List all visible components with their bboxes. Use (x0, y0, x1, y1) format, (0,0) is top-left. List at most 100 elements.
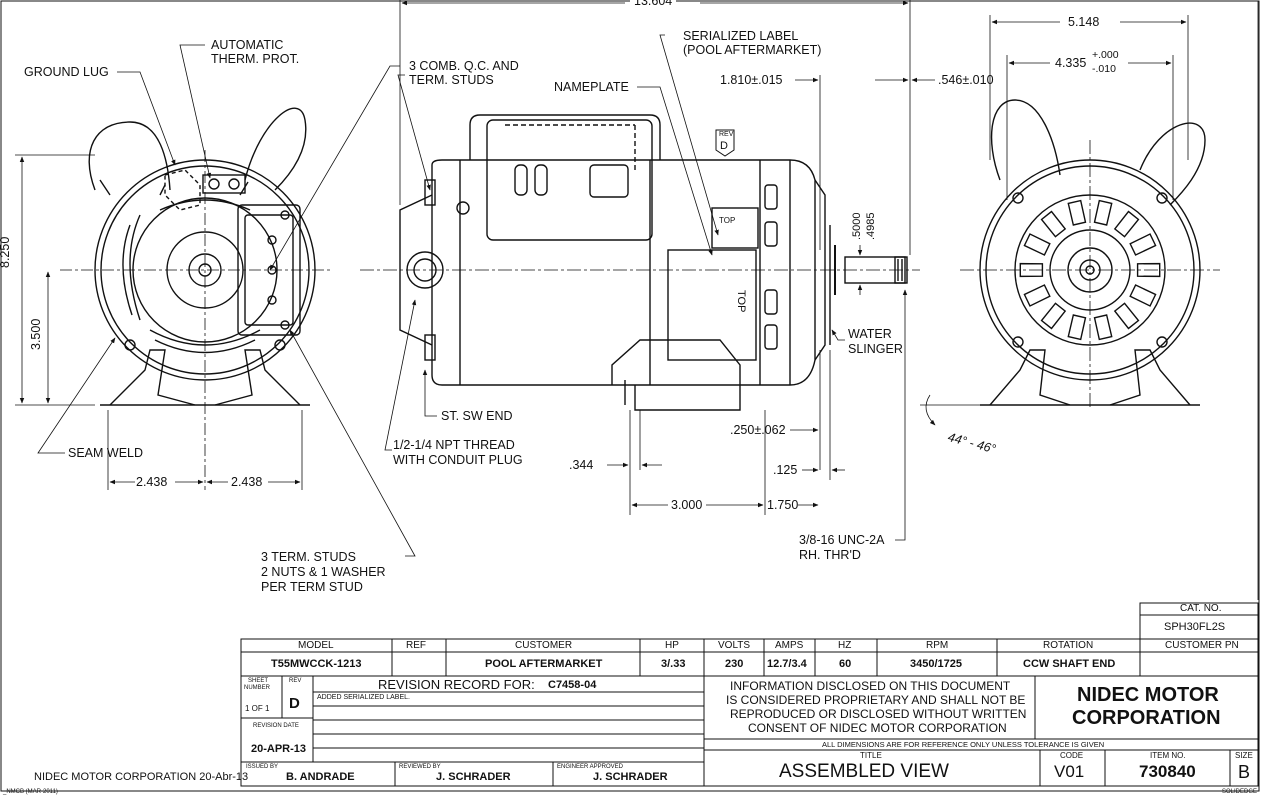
header-hp: HP (665, 640, 679, 651)
dim-half-base-right: 2.438 (231, 475, 263, 489)
value-customer: POOL AFTERMARKET (485, 658, 603, 670)
rev-word: REV (719, 131, 734, 138)
header-rpm: RPM (926, 640, 949, 651)
water-slinger-label-1: WATER (848, 327, 892, 341)
code-value: V01 (1054, 762, 1085, 781)
header-rotation: ROTATION (1043, 640, 1094, 651)
dim-slot-width: .344 (569, 458, 594, 472)
header-model: MODEL (298, 640, 334, 651)
item-value: 730840 (1139, 762, 1196, 781)
value-rpm: 3450/1725 (910, 658, 962, 670)
serial-label-2: (POOL AFTERMARKET) (683, 43, 822, 57)
footer-tiny-right: SOLIDEDGE (1222, 789, 1258, 795)
fan-vane (1093, 199, 1113, 226)
dim-shaft-end: .546±.010 (938, 73, 994, 87)
cat-no-label: CAT. NO. (1180, 603, 1222, 614)
sheet-label-2: NUMBER (244, 685, 271, 691)
footer-left: NIDEC MOTOR CORPORATION 20-Abr-13 (34, 771, 249, 783)
term-studs-label-3: PER TERM STUD (261, 580, 363, 594)
title-block (240, 602, 1259, 787)
value-hz: 60 (839, 658, 852, 670)
item-label: ITEM NO. (1150, 751, 1186, 760)
value-model: T55MWCCK-1213 (271, 658, 362, 670)
header-hz: HZ (838, 640, 852, 651)
comb-qc-label-1: 3 COMB. Q.C. AND (409, 59, 519, 73)
dim-pilot-plus: +.000 (1092, 49, 1119, 61)
side-view (399, 114, 908, 411)
code-label: CODE (1060, 751, 1084, 760)
fan-vane (1136, 262, 1161, 278)
revision-record-label: REVISION RECORD FOR: (378, 677, 535, 692)
disclaimer-line-2: IS CONSIDERED PROPRIETARY AND SHALL NOT … (726, 693, 1026, 707)
revision-record-value: C7458-04 (548, 679, 597, 691)
fan-vane (1023, 284, 1051, 307)
rev-value: D (289, 695, 300, 712)
footer-tiny-left: _NMCB (MAR-2011) (3, 789, 58, 795)
reviewed-by-label: REVIEWED BY (399, 764, 441, 770)
top-label-small: TOP (719, 216, 736, 225)
term-studs-label-2: 2 NUTS & 1 WASHER (261, 565, 386, 579)
water-slinger-label-2: SLINGER (848, 342, 903, 356)
therm-prot-label-2: THERM. PROT. (211, 52, 300, 66)
fan-vane (1040, 210, 1067, 238)
cat-no-value: SPH30FL2S (1164, 621, 1226, 633)
header-customer: CUSTOMER (515, 640, 573, 651)
revision-date-label: REVISION DATE (253, 723, 299, 729)
size-label: SIZE (1235, 751, 1253, 760)
right-end-view (979, 99, 1206, 406)
dim-pilot-base: 4.335 (1055, 56, 1087, 70)
issued-by-value: B. ANDRADE (286, 771, 355, 783)
fan-vane (1040, 302, 1067, 330)
fan-vane (1129, 284, 1157, 307)
rev-label: REV (289, 678, 302, 684)
dim-center-height: 3.500 (29, 318, 43, 350)
fan-vane (1113, 210, 1140, 238)
fan-vane (1067, 199, 1087, 226)
fan-vane (1093, 314, 1113, 341)
thread-label-1: 3/8-16 UNC-2A (799, 533, 885, 547)
dim-shaft-dia-1: .5000 (851, 212, 863, 240)
dim-height: 8.250 (0, 236, 12, 268)
issued-by-label: ISSUED BY (246, 764, 279, 770)
dim-half-base-left: 2.438 (136, 475, 168, 489)
revision-date-value: 20-APR-13 (251, 743, 307, 755)
title-value: ASSEMBLED VIEW (779, 761, 949, 782)
disclaimer-line-1: INFORMATION DISCLOSED ON THIS DOCUMENT (730, 679, 1011, 693)
value-hp: 3/.33 (661, 658, 686, 670)
disclaimer-line-3: REPRODUCED OR DISCLOSED WITHOUT WRITTEN (730, 707, 1027, 721)
disclaimer-line-4: CONSENT OF NIDEC MOTOR CORPORATION (748, 721, 1007, 735)
comb-qc-label-2: TERM. STUDS (409, 73, 494, 87)
fan-vane (1067, 314, 1087, 341)
fan-vane (1023, 233, 1051, 256)
dim-250: .250±.062 (730, 423, 786, 437)
dim-overall-length: 13.604 (630, 0, 677, 8)
engineer-value: J. SCHRADER (593, 771, 668, 783)
dim-shaft-ext: 1.810±.015 (720, 73, 783, 87)
thread-label-2: RH. THR'D (799, 548, 861, 562)
fan-vane (1129, 233, 1157, 256)
npt-label-2: WITH CONDUIT PLUG (393, 453, 523, 467)
customer-pn-label: CUSTOMER PN (1165, 640, 1239, 651)
term-studs-label-1: 3 TERM. STUDS (261, 550, 356, 564)
header-volts: VOLTS (718, 640, 751, 651)
top-label-large: TOP (735, 290, 747, 313)
revision-note: ADDED SERIALIZED LABEL. (317, 694, 410, 701)
serial-label-1: SERIALIZED LABEL (683, 29, 799, 43)
size-value: B (1238, 762, 1251, 782)
fan-vane (1113, 302, 1140, 330)
dim-pilot-minus: -.010 (1092, 63, 1116, 75)
reviewed-by-value: J. SCHRADER (436, 771, 511, 783)
header-amps: AMPS (775, 640, 804, 651)
nameplate-label: NAMEPLATE (554, 80, 629, 94)
value-rotation: CCW SHAFT END (1023, 658, 1116, 670)
left-end-view (88, 107, 316, 406)
dim-width: 5.148 (1068, 15, 1100, 29)
therm-prot-label-1: AUTOMATIC (211, 38, 284, 52)
seam-weld-label: SEAM WELD (68, 446, 144, 460)
title-label: TITLE (860, 751, 882, 760)
rev-letter: D (720, 140, 728, 152)
npt-label-1: 1/2-1/4 NPT THREAD (393, 438, 515, 452)
dim-shaft-dia-2: .4985 (865, 212, 877, 240)
header-ref: REF (406, 640, 426, 651)
